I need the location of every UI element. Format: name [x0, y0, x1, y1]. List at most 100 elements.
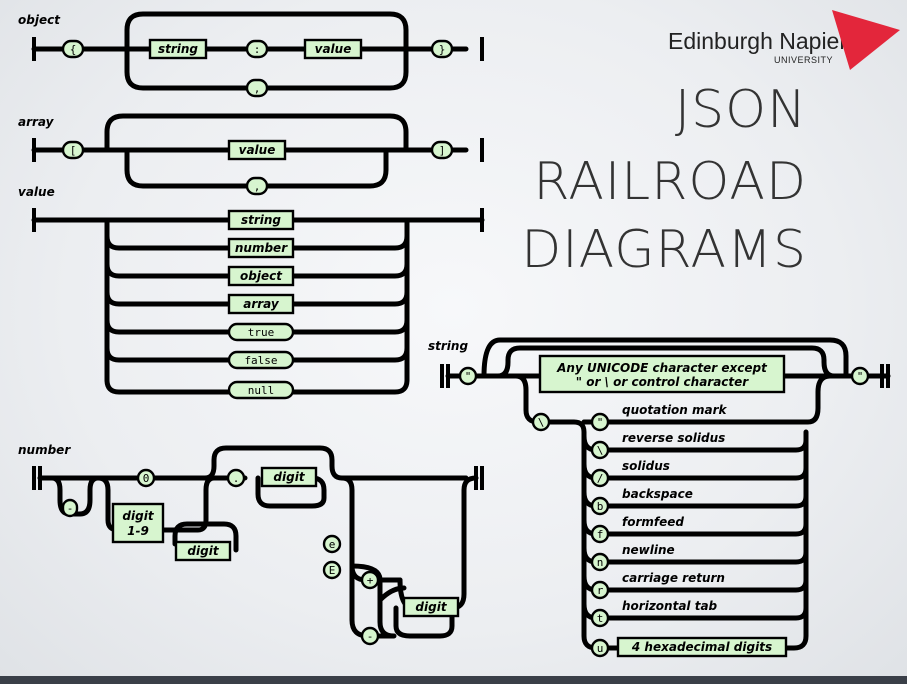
svg-text:null: null [248, 384, 275, 397]
number-digit-box-exp: digit [402, 596, 460, 618]
svg-text:false: false [244, 354, 277, 367]
string-hex-digits-box: 4 hexadecimal digits [616, 636, 788, 658]
array-label: array [18, 115, 55, 129]
escape-carriage-return: r [590, 580, 610, 600]
value-option-string: string [227, 209, 295, 231]
svg-text:array: array [243, 297, 280, 311]
object-colon: : [245, 39, 269, 59]
svg-text:u: u [597, 642, 604, 655]
escape-backspace: b [590, 496, 610, 516]
title-line-3: DIAGRAMS [521, 220, 807, 280]
escape-unicode: u [590, 638, 610, 658]
value-option-object: object [227, 265, 295, 287]
svg-text:-: - [367, 630, 374, 643]
svg-text:digit: digit [415, 600, 447, 614]
svg-text:e: e [329, 538, 336, 551]
escape-carriage-return-desc: carriage return [622, 571, 725, 585]
string-close-quote: " [850, 366, 870, 386]
svg-text:/: / [597, 472, 604, 485]
value-option-true: true [227, 322, 295, 342]
svg-text:4 hexadecimal digits: 4 hexadecimal digits [631, 640, 772, 654]
svg-text:digit: digit [187, 544, 219, 558]
escape-quote: " [590, 412, 610, 432]
string-backslash: \ [531, 412, 551, 432]
escape-solidus: / [590, 468, 610, 488]
value-option-false: false [227, 350, 295, 370]
svg-text:E: E [329, 564, 336, 577]
title-line-2: RAILROAD [533, 152, 807, 212]
escape-formfeed: f [590, 524, 610, 544]
svg-text:string: string [241, 213, 281, 227]
escape-quote-desc: quotation mark [622, 403, 728, 417]
array-open-bracket: [ [61, 140, 85, 160]
svg-text:.: . [233, 472, 240, 485]
svg-text::: : [254, 43, 261, 56]
object-diagram: object { string : value , } [18, 11, 484, 98]
number-digit-box-frac: digit [260, 466, 318, 488]
brand-logo-icon [832, 10, 900, 70]
svg-text:digit: digit [122, 509, 154, 523]
svg-text:1-9: 1-9 [127, 524, 149, 538]
svg-text:,: , [254, 180, 261, 193]
object-value-box: value [303, 38, 363, 60]
svg-text:\: \ [597, 444, 604, 457]
escape-horizontal-tab-desc: horizontal tab [622, 599, 718, 613]
number-minus: - [61, 498, 79, 518]
svg-text:,: , [254, 82, 261, 95]
number-e-upper: E [322, 560, 342, 580]
svg-text:]: ] [439, 144, 446, 157]
number-digit-box-int: digit [174, 540, 232, 562]
svg-text:n: n [597, 556, 604, 569]
object-label: object [18, 13, 61, 27]
svg-text:+: + [367, 574, 374, 587]
escape-newline-desc: newline [622, 543, 675, 557]
svg-text:t: t [597, 612, 604, 625]
svg-text:number: number [235, 241, 288, 255]
value-diagram: value string number object array true fa… [18, 185, 485, 400]
escape-newline: n [590, 552, 610, 572]
svg-text:[: [ [70, 144, 77, 157]
svg-text:f: f [597, 528, 604, 541]
svg-text:r: r [597, 584, 604, 597]
value-option-number: number [227, 237, 295, 259]
number-minus-exp: - [360, 626, 380, 646]
escape-backspace-desc: backspace [622, 487, 693, 501]
number-zero: 0 [136, 468, 156, 488]
array-diagram: array [ value , ] [18, 113, 484, 196]
array-comma: , [245, 176, 269, 196]
svg-text:\: \ [538, 416, 545, 429]
string-open-quote: " [458, 366, 478, 386]
svg-text:": " [857, 370, 864, 383]
escape-horizontal-tab: t [590, 608, 610, 628]
number-label: number [18, 443, 71, 457]
svg-text:}: } [439, 43, 446, 56]
escape-reverse-solidus: \ [590, 440, 610, 460]
object-string-box: string [148, 38, 208, 60]
svg-text:value: value [239, 143, 276, 157]
svg-text:value: value [315, 42, 352, 56]
bottom-bar [0, 676, 907, 684]
object-close-brace: } [430, 39, 454, 59]
value-option-array: array [227, 293, 295, 315]
svg-text:Any UNICODE character except: Any UNICODE character except [556, 361, 768, 375]
svg-text:" or \ or control character: " or \ or control character [576, 375, 750, 389]
svg-text:object: object [240, 269, 283, 283]
number-plus: + [360, 570, 380, 590]
svg-text:true: true [248, 326, 275, 339]
number-dot: . [226, 468, 246, 488]
svg-text:": " [597, 416, 604, 429]
svg-text:-: - [67, 502, 74, 515]
number-e-lower: e [322, 534, 342, 554]
svg-text:b: b [597, 500, 604, 513]
svg-text:": " [465, 370, 472, 383]
svg-text:digit: digit [273, 470, 305, 484]
object-comma: , [245, 78, 269, 98]
array-value-box: value [227, 139, 287, 161]
svg-text:{: { [70, 43, 77, 56]
array-close-bracket: ] [430, 140, 454, 160]
svg-text:string: string [158, 42, 198, 56]
title-line-1: JSON [674, 80, 807, 140]
escape-formfeed-desc: formfeed [622, 515, 684, 529]
